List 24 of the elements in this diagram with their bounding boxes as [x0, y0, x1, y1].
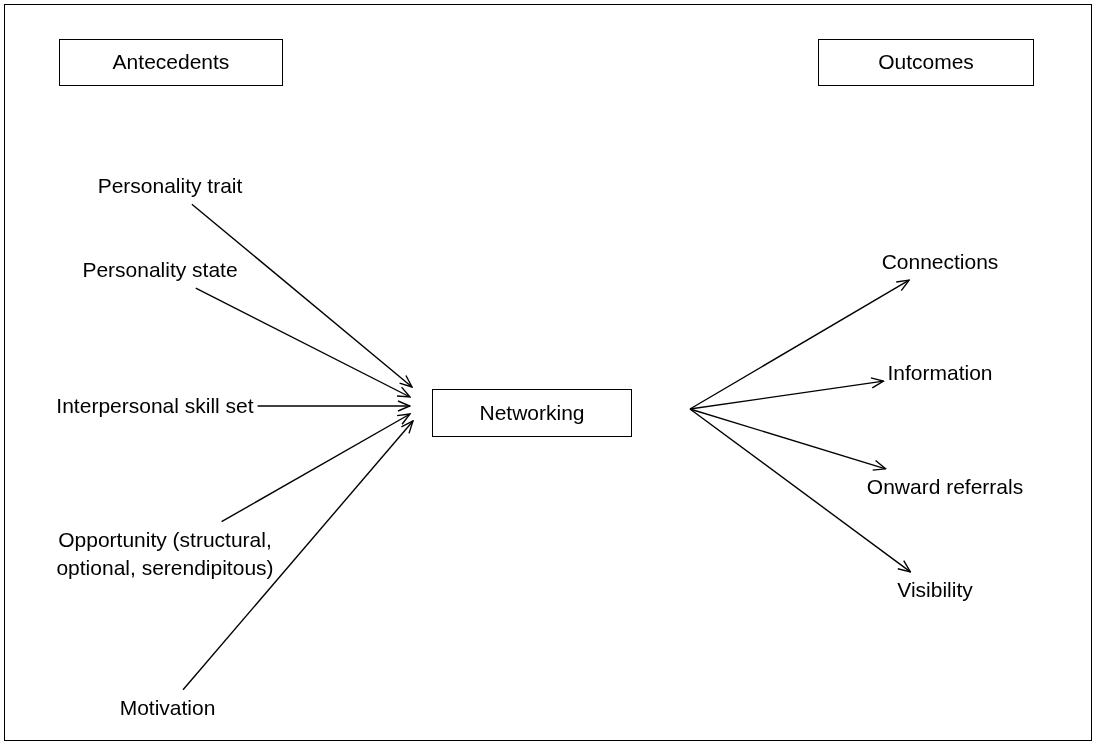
process-box — [432, 389, 632, 437]
arrow — [689, 279, 910, 410]
node-label: Motivation — [119, 694, 216, 721]
node-label: Opportunity (structural, optional, serendipitous) — [55, 526, 275, 581]
arrow — [689, 377, 885, 410]
box-label: Outcomes — [878, 49, 974, 76]
arrow — [195, 287, 411, 398]
node-label: Personality state — [82, 256, 238, 283]
arrow — [689, 408, 912, 573]
node-label: Personality trait — [97, 172, 243, 199]
node-label: Information — [887, 359, 993, 386]
node-label: Connections — [881, 248, 999, 275]
arrow — [191, 203, 413, 388]
box-label: Networking — [479, 399, 585, 426]
heading-box — [59, 39, 283, 86]
box-label: Antecedents — [112, 49, 230, 76]
arrow — [182, 420, 414, 691]
node-label: Visibility — [897, 576, 973, 603]
heading-box — [818, 39, 1034, 86]
node-label: Onward referrals — [866, 473, 1024, 500]
arrow — [689, 408, 887, 471]
arrow — [256, 400, 411, 412]
arrow — [220, 413, 411, 523]
node-label: Interpersonal skill set — [56, 392, 254, 419]
